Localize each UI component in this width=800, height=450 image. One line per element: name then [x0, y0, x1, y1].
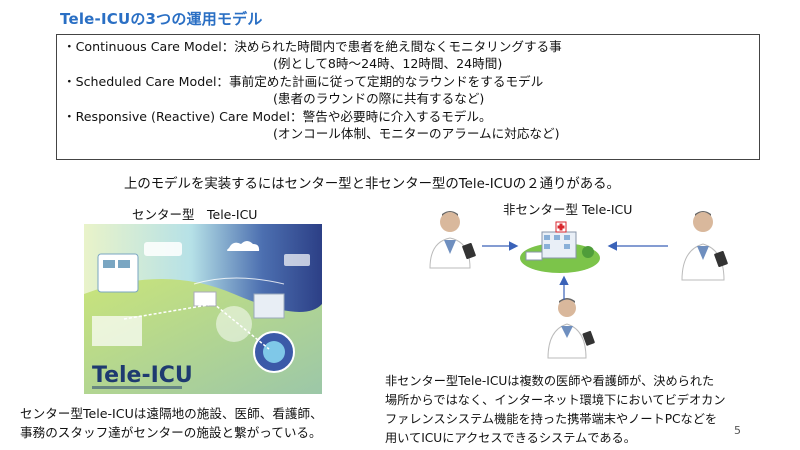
doctor-right-icon	[681, 211, 728, 281]
poster-cloud-icon	[227, 241, 260, 251]
model-scheduled-note: (患者のラウンドの際に共有するなど)	[273, 91, 485, 107]
poster-title: Tele-ICU	[92, 363, 193, 388]
model-responsive: ・Responsive (Reactive) Care Model：警告や必要時…	[63, 108, 492, 124]
hospital-icon	[520, 221, 600, 273]
noncenter-diagram	[429, 211, 728, 359]
model-scheduled: ・Scheduled Care Model：事前定めた計画に従って定期的なラウン…	[63, 73, 544, 89]
center-type-caption: センター型Tele-ICUは遠隔地の施設、医師、看護師、 事務のスタッフ達がセン…	[20, 406, 323, 440]
center-type-poster: Tele-ICU	[84, 224, 322, 394]
summary-text: 上のモデルを実装するにはセンター型と非センター型のTele-ICUの２通りがある…	[124, 177, 620, 192]
slide-title: Tele-ICUの3つの運用モデル	[60, 10, 263, 28]
model-continuous: ・Continuous Care Model：決められた時間内で患者を絶え間なく…	[63, 39, 562, 54]
poster-control-room	[97, 253, 139, 293]
model-responsive-note: (オンコール体制、モニターのアラームに対応など)	[273, 126, 560, 142]
page-number: 5	[734, 424, 741, 437]
center-type-label: センター型 Tele-ICU	[132, 207, 258, 222]
model-continuous-note: (例として8時～24時、12時間、24時間)	[273, 56, 503, 72]
doctor-bottom-icon	[547, 298, 595, 359]
model-list-box: ・Continuous Care Model：決められた時間内で患者を絶え間なく…	[56, 34, 760, 160]
noncenter-type-caption: 非センター型Tele-ICUは複数の医師や看護師が、決められた 場所からではなく…	[385, 374, 726, 445]
noncenter-type-label: 非センター型 Tele-ICU	[503, 202, 633, 217]
doctor-left-icon	[429, 211, 476, 269]
